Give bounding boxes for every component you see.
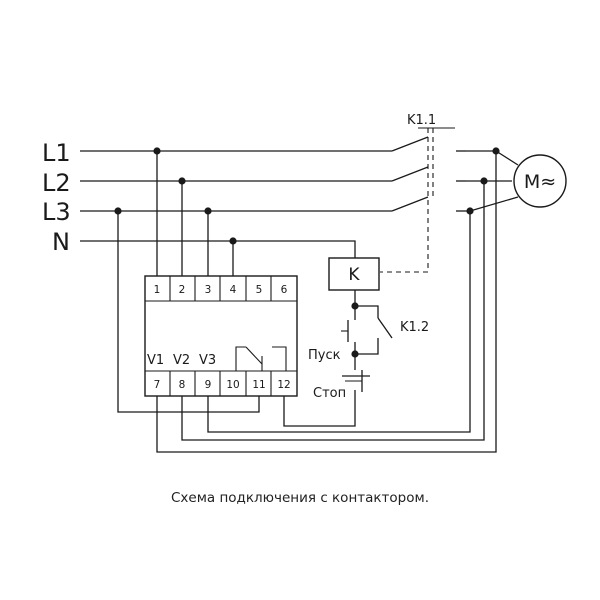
relay-body [144,275,298,397]
motor-label: M≈ [524,171,556,193]
input-label-v1: V1 [147,353,164,368]
contactor-coil [328,257,380,291]
supply-lines [80,150,392,258]
terminal-8: 8 [179,379,186,391]
coil-label: K [348,265,360,285]
motor-symbol [513,154,567,208]
contactor-main-contacts [391,127,466,272]
junction-start-bottom [351,350,359,358]
terminal-1: 1 [154,284,161,296]
terminal-10: 10 [226,379,239,391]
diagram-caption: Схема подключения с контактором. [171,490,429,506]
relay-supply-drops [156,151,234,276]
terminal-2: 2 [179,284,186,296]
terminal-4: 4 [230,284,237,296]
relay-top-terminals: 1 2 3 4 5 6 [154,276,288,301]
relay-bottom-wiring [117,151,497,453]
terminal-3: 3 [205,284,212,296]
relay-output-contact [235,346,287,371]
phase-label-l2: L2 [42,169,71,197]
junction-start-top [351,302,359,310]
phase-label-n: N [52,228,70,256]
start-button-label: Пуск [308,348,341,363]
input-label-v2: V2 [173,353,190,368]
input-label-v3: V3 [199,353,216,368]
aux-contact [377,317,393,339]
terminal-11: 11 [252,379,265,391]
phase-label-l1: L1 [42,139,71,167]
terminal-7: 7 [154,379,161,391]
relay-bottom-terminals: 7 8 9 10 11 12 [154,371,291,396]
line-n [80,240,356,258]
terminal-9: 9 [205,379,212,391]
terminal-6: 6 [281,284,288,296]
contactor-main-label: K1.1 [407,113,436,128]
terminal-5: 5 [256,284,263,296]
phase-label-l3: L3 [42,198,71,226]
terminal-12: 12 [277,379,290,391]
stop-button-label: Стоп [313,386,346,401]
control-circuit [341,290,393,392]
motor-wiring [466,150,519,212]
aux-contact-label: K1.2 [400,320,429,335]
